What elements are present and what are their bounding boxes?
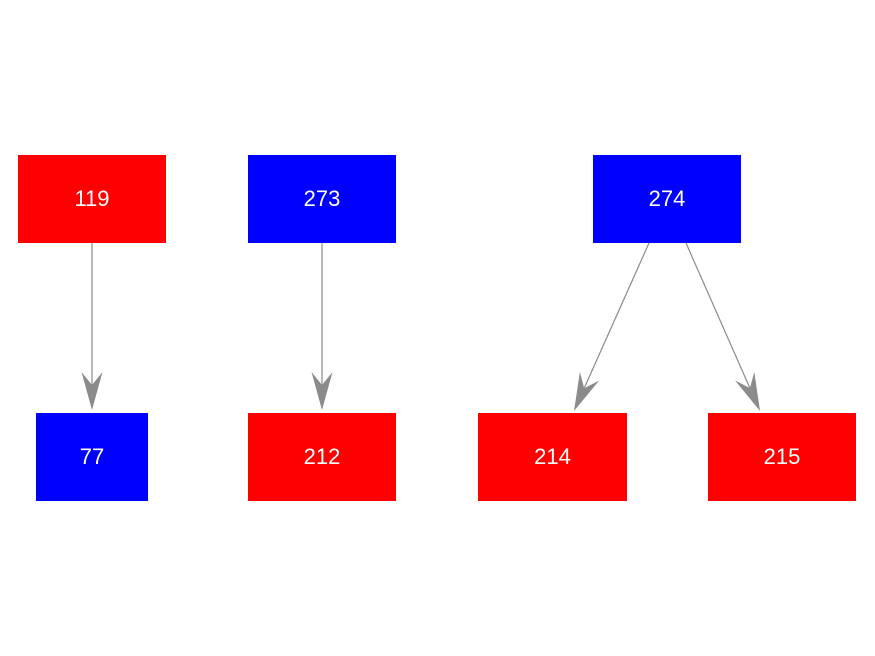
arrowhead-icon	[81, 372, 103, 410]
arrowhead-icon	[311, 372, 333, 410]
graph-node-77: 77	[36, 413, 148, 501]
node-label: 212	[303, 444, 341, 469]
graph-node-274: 274	[593, 155, 741, 243]
arrowhead-icon	[574, 372, 600, 411]
graph-node-212: 212	[248, 413, 396, 501]
node-label: 215	[763, 444, 801, 469]
graph-node-273: 273	[248, 155, 396, 243]
node-label: 273	[303, 186, 341, 211]
graph-node-214: 214	[478, 413, 627, 501]
node-label: 119	[74, 186, 110, 211]
edge-line-274-214	[583, 242, 650, 389]
graph-node-215: 215	[708, 413, 856, 501]
edge-line-274-215	[685, 242, 751, 389]
node-label: 274	[648, 186, 686, 211]
arrowhead-icon	[735, 372, 760, 411]
graph-node-119: 119	[18, 155, 166, 243]
node-label: 77	[79, 444, 105, 469]
node-label: 214	[534, 444, 571, 469]
